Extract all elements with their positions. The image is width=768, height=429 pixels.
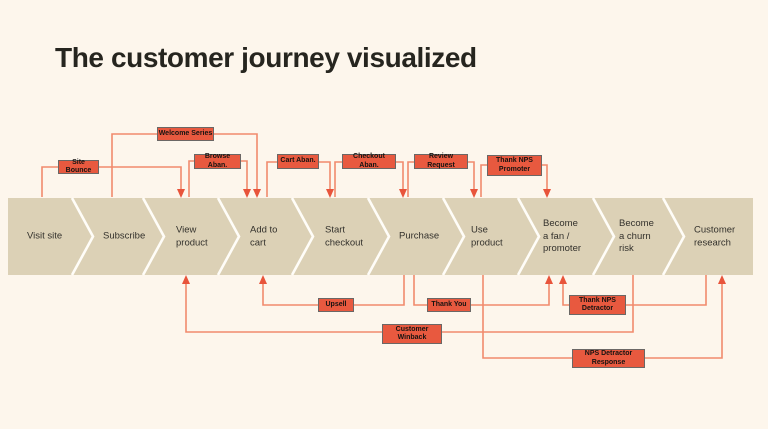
connector-cart-aban-target [319, 161, 331, 191]
connector-thank-you [413, 275, 550, 306]
chevron-separator [141, 197, 166, 276]
stage-label-visit-site: Visit site [27, 230, 63, 242]
arrow-down-icon [243, 189, 251, 198]
connector-nps-detractor-response [482, 275, 723, 359]
trigger-nps-detractor-response: NPS Detractor Response [572, 349, 645, 368]
trigger-cart-aban: Cart Aban. [277, 154, 319, 169]
chevron-separator [516, 197, 541, 276]
arrow-up-icon [545, 275, 553, 284]
arrow-down-icon [253, 189, 261, 198]
trigger-welcome-series: Welcome Series [157, 127, 214, 141]
connector-thank-nps-promoter-target [542, 164, 548, 191]
trigger-site-bounce: Site Bounce [58, 159, 99, 174]
chevron-separator [441, 197, 466, 276]
stage-label-view-product: View product [176, 224, 208, 248]
chevron-separator [70, 197, 95, 276]
chevron-separator [591, 197, 616, 276]
trigger-checkout-aban: Checkout Aban. [342, 153, 396, 169]
chevron-separator [290, 197, 315, 276]
stage-label-become-churn-risk: Become a churn risk [619, 218, 654, 255]
connector-checkout-aban-target [396, 161, 404, 191]
stage-label-add-to-cart: Add to cart [250, 224, 278, 248]
arrow-down-icon [399, 189, 407, 198]
arrow-down-icon [470, 189, 478, 198]
connector-thank-nps-promoter-source [480, 164, 487, 197]
connector-thank-nps-detractor [562, 275, 707, 306]
connector-welcome-series-target [214, 133, 258, 191]
stage-label-use-product: Use product [471, 224, 503, 248]
connector-checkout-aban-source [334, 161, 342, 197]
trigger-thank-nps-promoter: Thank NPS Promoter [487, 155, 542, 176]
chevron-separators [70, 197, 686, 276]
arrow-up-icon [259, 275, 267, 284]
connector-review-request-target [468, 161, 475, 191]
arrow-up-icon [559, 275, 567, 284]
trigger-upsell: Upsell [318, 298, 354, 312]
chevron-separator [216, 197, 241, 276]
band-background [8, 198, 753, 275]
connector-browse-aban-target [241, 160, 248, 191]
stage-label-subscribe: Subscribe [103, 230, 146, 242]
connector-welcome-series-source [111, 133, 157, 197]
trigger-thank-you: Thank You [427, 298, 471, 312]
trigger-review-request: Review Request [414, 153, 468, 169]
trigger-browse-aban: Browse Aban. [194, 153, 241, 169]
stage-label-become-a-fan: Become a fan / promoter [543, 218, 582, 255]
connector-site-bounce-source [41, 166, 58, 197]
chevron-separator [661, 197, 686, 276]
arrow-down-icon [543, 189, 551, 198]
connector-review-request-source [407, 161, 414, 197]
page-title: The customer journey visualized [55, 42, 477, 73]
trigger-thank-nps-detractor: Thank NPS Detractor [569, 295, 626, 315]
stage-label-customer-research: Customer research [694, 224, 736, 248]
connector-browse-aban-source [188, 160, 194, 197]
connector-cart-aban-source [266, 161, 277, 197]
chevron-separator [366, 197, 391, 276]
trigger-customer-winback: Customer Winback [382, 324, 442, 344]
connector-site-bounce-target [99, 166, 182, 191]
stage-label-start-checkout: Start checkout [325, 224, 364, 248]
arrow-down-icon [326, 189, 334, 198]
journey-band [8, 197, 753, 276]
arrow-up-icon [182, 275, 190, 284]
stage-label-purchase: Purchase [399, 230, 440, 242]
arrow-down-icon [177, 189, 185, 198]
arrow-up-icon [718, 275, 726, 284]
arrowheads [177, 189, 726, 284]
